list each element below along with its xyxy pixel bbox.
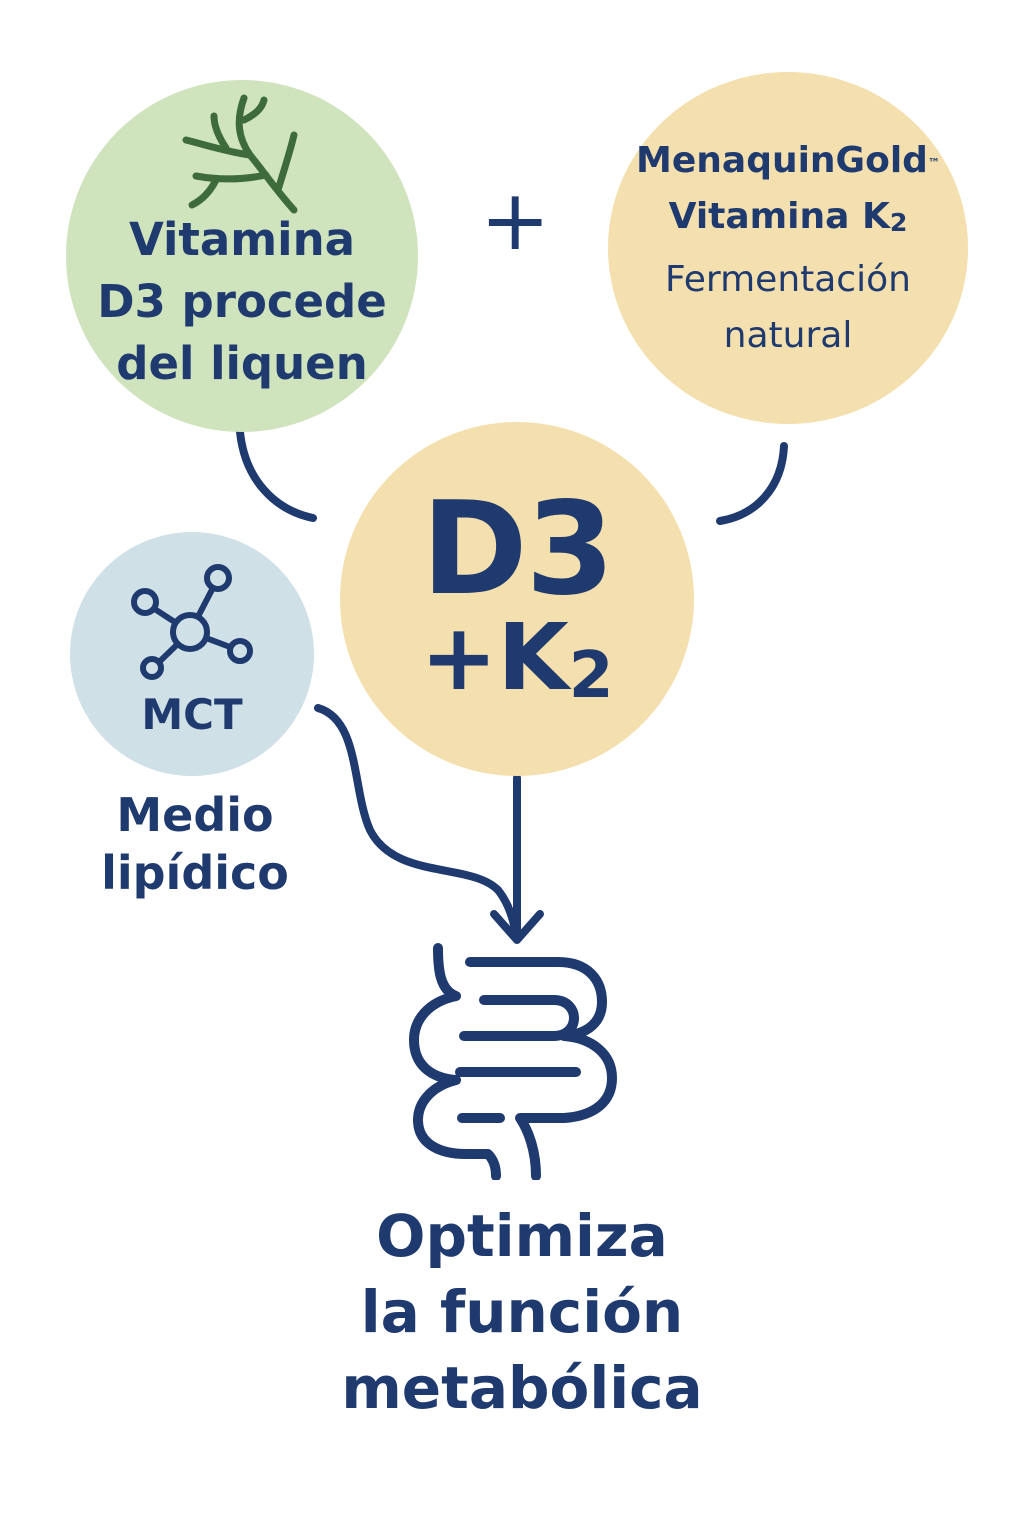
molecule-icon <box>131 564 253 680</box>
result-line: metabólica <box>341 1354 703 1422</box>
lipid-caption-line: Medio <box>116 788 274 842</box>
brand-text: MenaquinGold <box>636 139 928 181</box>
combo-k2-subscript: 2 <box>568 637 614 713</box>
combo-k2-label: +K2 <box>420 610 613 716</box>
vitamin-d3-line: Vitamina <box>128 213 356 266</box>
combo-k2-text: +K <box>420 604 569 711</box>
mct-circle: MCT <box>70 532 314 776</box>
arrowhead <box>490 910 544 944</box>
vitamin-k2-subscript: 2 <box>889 207 908 237</box>
result-caption: Optimiza la función metabólica <box>262 1198 782 1426</box>
lipid-caption-line: lipídico <box>101 846 289 900</box>
result-line: Optimiza <box>376 1202 668 1270</box>
vitamin-d3-line: D3 procede <box>97 275 387 328</box>
vitamin-d3-text: Vitamina D3 procede del liquen <box>97 209 387 395</box>
vitamin-k2-circle: MenaquinGold™ Vitamina K2 Fermentación n… <box>608 72 968 424</box>
intestine-icon <box>409 943 617 1180</box>
lipid-medium-caption: Medio lipídico <box>70 786 320 902</box>
d3-k2-combo-circle: D3 +K2 <box>340 422 694 776</box>
vitamin-k2-title-text: Vitamina K <box>668 195 890 237</box>
trademark-symbol: ™ <box>927 155 940 170</box>
fermentation-line: Fermentación <box>665 258 911 300</box>
vitamin-d3-circle: Vitamina D3 procede del liquen <box>66 80 418 432</box>
combo-d3-label: D3 <box>421 475 614 624</box>
plus-sign: + <box>480 171 551 269</box>
fermentation-line: natural <box>723 314 853 356</box>
lichen-icon <box>182 94 298 214</box>
vitamin-k2-title: Vitamina K2 <box>669 189 908 248</box>
fermentation-text: Fermentación natural <box>665 252 911 364</box>
connector-d3-to-combo <box>236 428 317 522</box>
mct-label: MCT <box>141 689 243 739</box>
connector-k2-to-combo <box>716 442 788 525</box>
vitamin-d3-line: del liquen <box>116 337 368 390</box>
result-line: la función <box>360 1278 684 1346</box>
brand-name: MenaquinGold™ <box>636 133 940 189</box>
